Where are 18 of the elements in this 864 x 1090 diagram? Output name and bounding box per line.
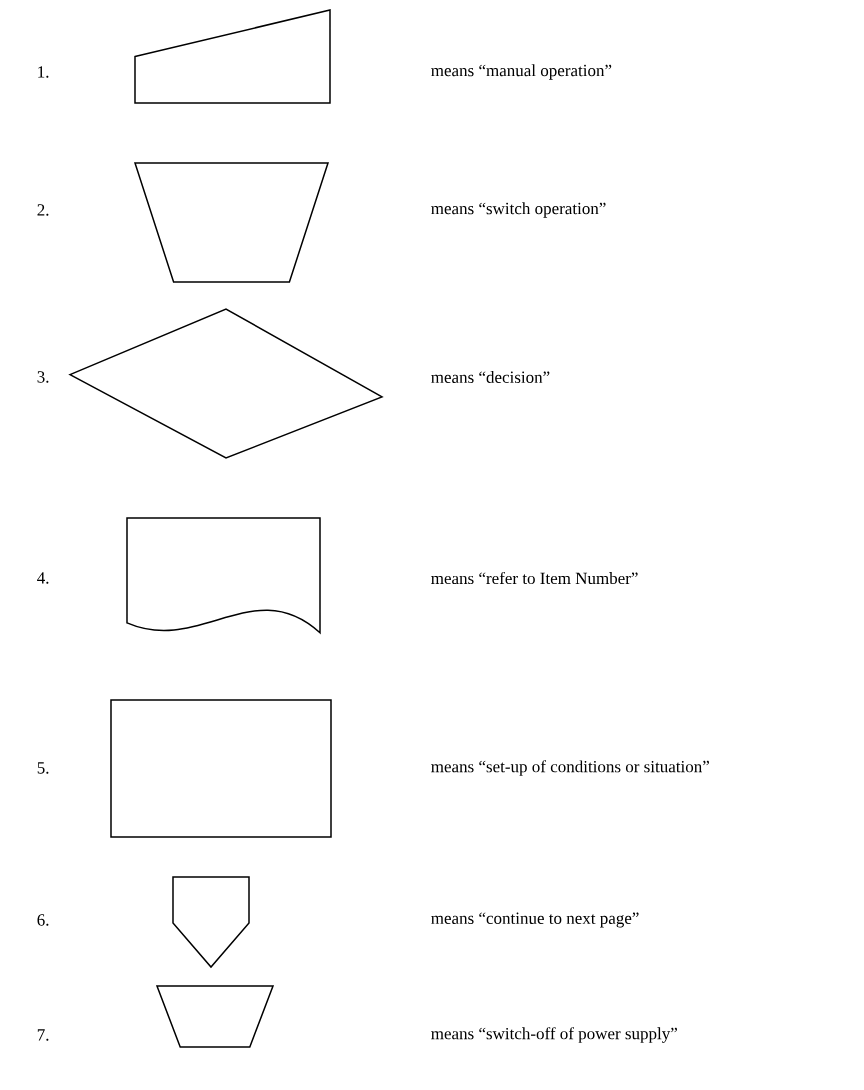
symbol-meaning: means “set-up of conditions or situation” bbox=[431, 760, 709, 776]
item-number: 4. bbox=[37, 572, 49, 584]
off-page-connector bbox=[172, 876, 250, 969]
item-number: 2. bbox=[37, 204, 49, 216]
symbol-meaning: means “manual operation” bbox=[431, 64, 612, 80]
symbol-meaning: means “switch-off of power supply” bbox=[431, 1027, 677, 1043]
symbol-meaning: means “refer to Item Number” bbox=[431, 571, 638, 585]
manual-operation-symbol bbox=[134, 9, 331, 104]
item-number: 1. bbox=[38, 66, 49, 78]
symbol-meaning: means “continue to next page” bbox=[431, 912, 639, 928]
item-number: 3. bbox=[37, 371, 49, 383]
item-number: 7. bbox=[37, 1029, 49, 1041]
item-number: 5. bbox=[37, 762, 49, 774]
symbol-meaning: means “decision” bbox=[431, 371, 550, 383]
item-number: 6. bbox=[37, 914, 49, 926]
document-symbol bbox=[126, 517, 321, 634]
symbol-meaning: means “switch operation” bbox=[431, 202, 606, 218]
rectangle-symbol bbox=[110, 699, 332, 838]
